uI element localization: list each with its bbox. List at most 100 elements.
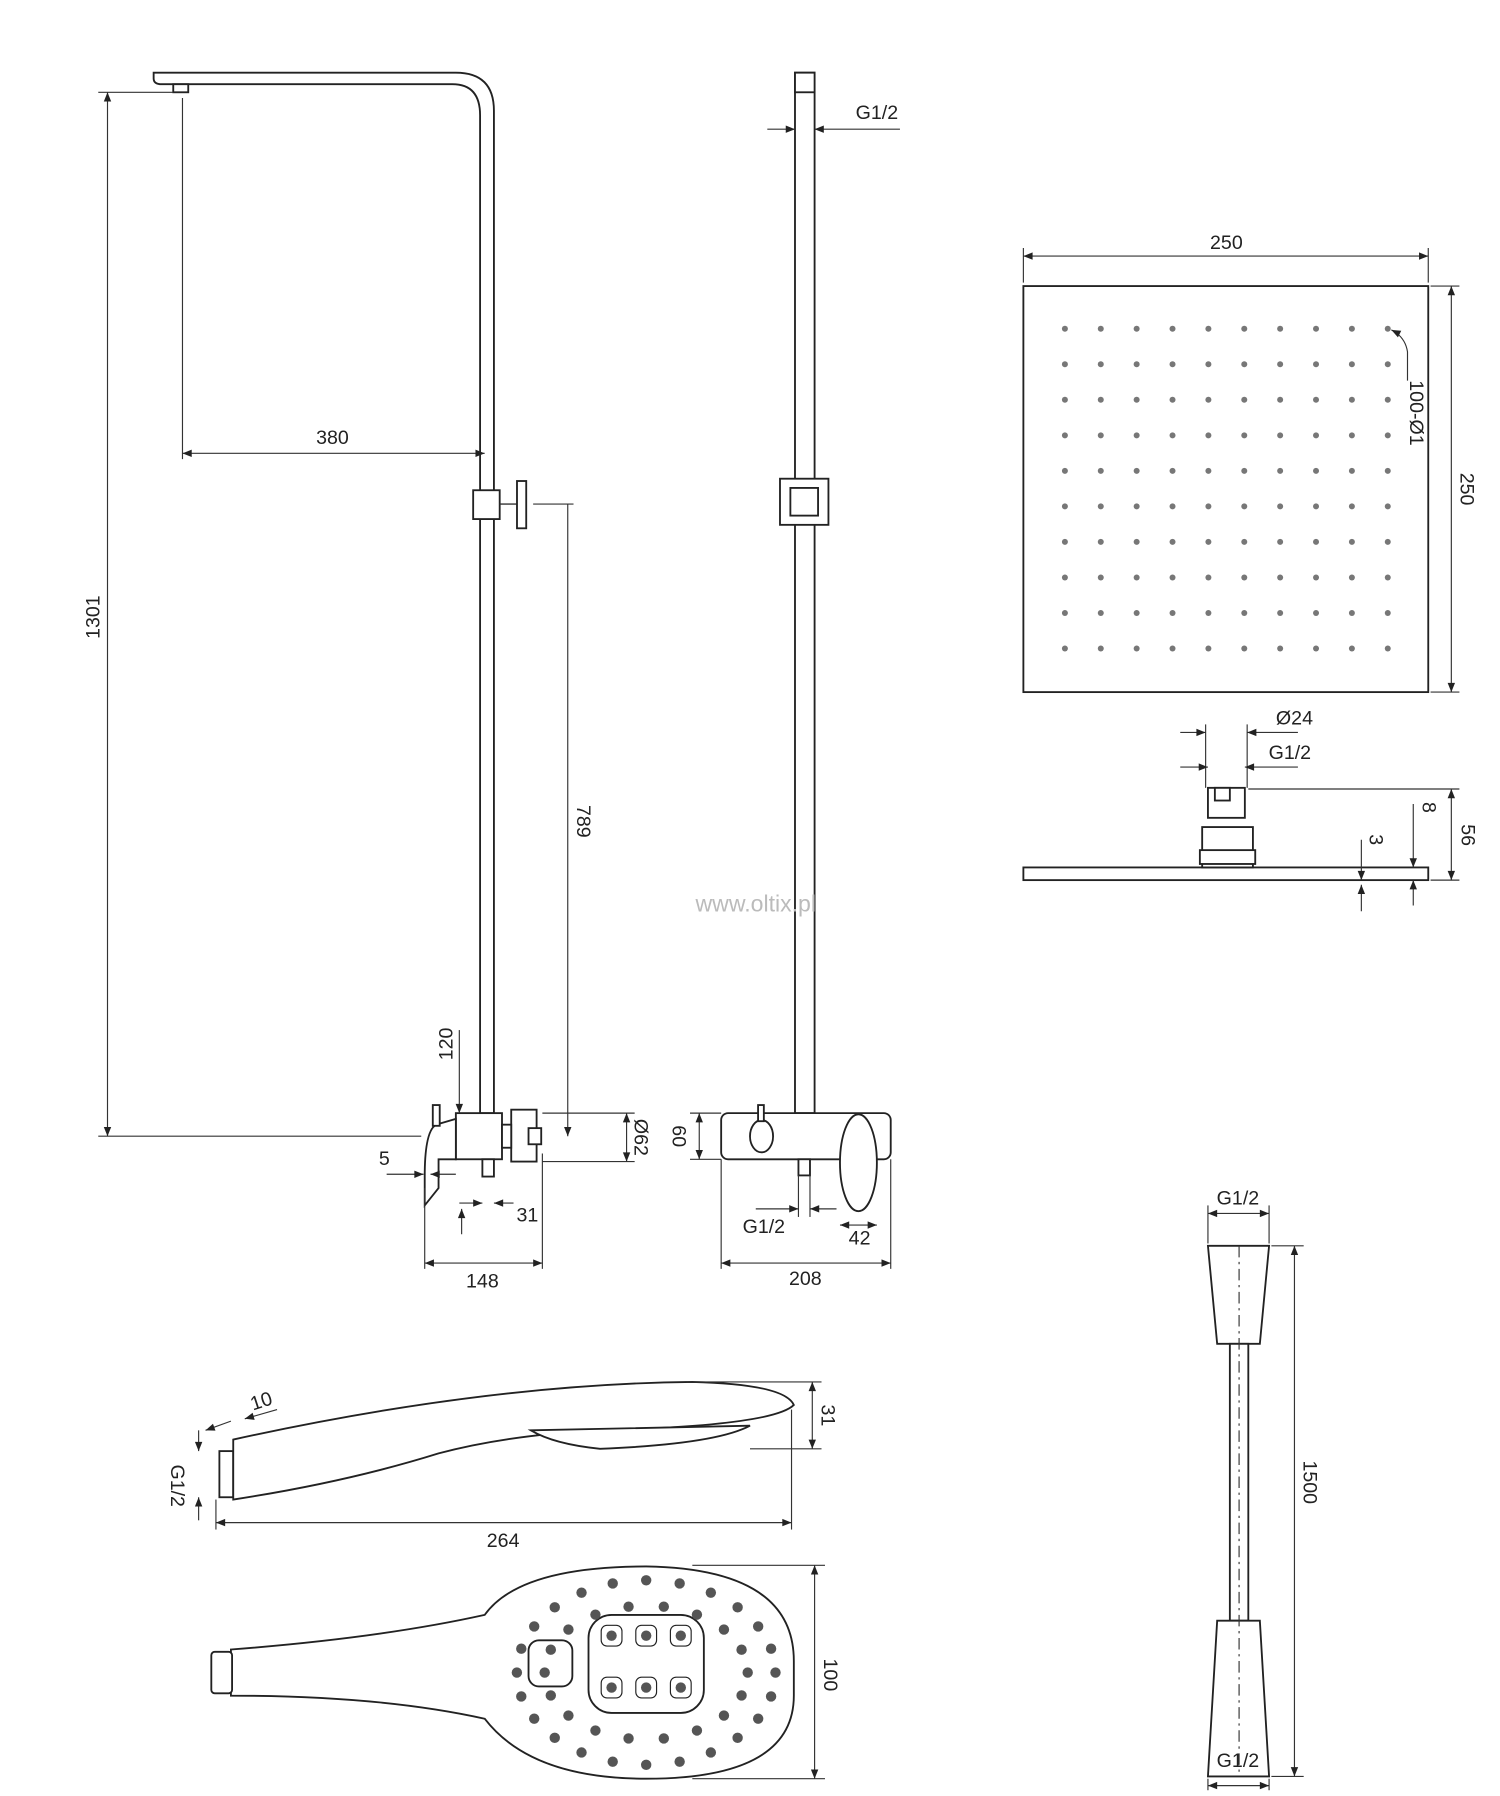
nozzle-dot bbox=[1313, 503, 1320, 510]
spray-nozzle bbox=[590, 1609, 601, 1620]
spray-nozzle bbox=[606, 1630, 617, 1641]
spray-nozzle bbox=[516, 1643, 527, 1654]
dim-head-thickness: 31 bbox=[817, 1404, 839, 1426]
dim-hose-top-thread: G1/2 bbox=[1217, 1187, 1259, 1209]
spray-nozzle bbox=[640, 1630, 652, 1641]
spray-nozzle bbox=[705, 1747, 717, 1758]
spray-nozzle bbox=[539, 1667, 550, 1678]
spray-nozzle bbox=[529, 1713, 540, 1724]
spray-nozzle bbox=[742, 1667, 753, 1678]
nozzle-dot bbox=[1205, 538, 1212, 545]
rain-head-top-view: 250 250 100-Ø1 bbox=[1022, 232, 1478, 694]
dim-nozzle-height: 3 bbox=[1364, 834, 1386, 845]
nozzle-dot bbox=[1348, 467, 1355, 474]
nozzle-dot bbox=[1061, 645, 1068, 652]
nozzle-dot bbox=[1277, 432, 1284, 439]
nozzle-dot bbox=[1313, 574, 1320, 581]
nozzle-dot bbox=[1241, 574, 1248, 581]
nozzle-dot bbox=[1205, 396, 1212, 403]
spray-nozzle bbox=[675, 1630, 686, 1641]
spray-nozzle bbox=[549, 1732, 560, 1744]
dim-connector-thread: G1/2 bbox=[1269, 742, 1311, 764]
dim-60: 60 bbox=[668, 1125, 690, 1147]
spray-nozzle bbox=[640, 1759, 652, 1771]
nozzle-dot bbox=[1384, 361, 1391, 368]
nozzle-dot bbox=[1061, 503, 1068, 510]
nozzle-dot bbox=[1241, 503, 1248, 510]
spray-nozzle bbox=[736, 1690, 747, 1701]
nozzle-dot bbox=[1133, 574, 1140, 581]
nozzle-dot bbox=[1097, 538, 1104, 545]
column-dimensions: 1301 380 789 120 Ø62 5 31 148 bbox=[82, 91, 652, 1292]
nozzle-dot bbox=[1277, 645, 1284, 652]
nozzle-dot bbox=[1169, 325, 1176, 332]
nozzle-dot bbox=[1097, 396, 1104, 403]
spray-nozzle bbox=[765, 1643, 777, 1654]
nozzle-dot bbox=[1277, 609, 1284, 616]
nozzle-dot bbox=[1348, 503, 1355, 510]
nozzle-grid bbox=[1061, 325, 1391, 652]
nozzle-dot bbox=[1133, 538, 1140, 545]
nozzle-dot bbox=[1205, 467, 1212, 474]
nozzle-dot bbox=[1384, 538, 1391, 545]
spray-nozzle bbox=[765, 1691, 777, 1702]
dim-rain-width: 250 bbox=[1210, 232, 1243, 254]
nozzle-dot bbox=[1097, 574, 1104, 581]
nozzle-dot bbox=[1313, 396, 1320, 403]
nozzle-dot bbox=[1313, 645, 1320, 652]
spray-nozzle bbox=[658, 1733, 670, 1744]
nozzle-dot bbox=[1313, 361, 1320, 368]
nozzle-dot bbox=[1241, 432, 1248, 439]
spray-nozzle bbox=[718, 1710, 730, 1721]
nozzle-dot bbox=[1097, 503, 1104, 510]
nozzle-dot bbox=[1097, 467, 1104, 474]
nozzle-dot bbox=[1061, 538, 1068, 545]
dim-total-height: 56 bbox=[1457, 824, 1479, 846]
nozzle-dot bbox=[1133, 503, 1140, 510]
spray-nozzle bbox=[674, 1578, 685, 1589]
dim-1301: 1301 bbox=[82, 595, 104, 639]
nozzle-dot bbox=[1133, 609, 1140, 616]
spray-nozzle bbox=[545, 1690, 556, 1701]
spray-nozzle bbox=[752, 1713, 764, 1724]
nozzle-dot bbox=[1061, 432, 1068, 439]
spray-nozzle bbox=[563, 1624, 574, 1635]
nozzle-dot bbox=[1384, 609, 1391, 616]
hand-shower-top-view: 100 bbox=[210, 1564, 841, 1780]
nozzle-dot bbox=[1133, 396, 1140, 403]
watermark: www.oltix.pl bbox=[695, 890, 816, 916]
nozzle-dot bbox=[1061, 325, 1068, 332]
dim-789: 789 bbox=[572, 805, 594, 838]
spray-nozzle bbox=[545, 1644, 556, 1655]
dim-hand-length: 264 bbox=[487, 1530, 520, 1552]
nozzle-dot bbox=[1205, 574, 1212, 581]
nozzle-dot bbox=[1133, 467, 1140, 474]
spray-nozzle bbox=[718, 1624, 730, 1635]
nozzle-dot bbox=[1097, 645, 1104, 652]
nozzle-dot bbox=[1277, 574, 1284, 581]
nozzle-dot bbox=[1313, 467, 1320, 474]
nozzle-dot bbox=[1205, 432, 1212, 439]
hose: G1/2 1500 G1/2 bbox=[1206, 1187, 1321, 1791]
nozzle-dot bbox=[1205, 645, 1212, 652]
nozzle-dot bbox=[1241, 645, 1248, 652]
dim-208: 208 bbox=[789, 1268, 822, 1290]
nozzle-dot bbox=[1169, 538, 1176, 545]
spray-nozzle bbox=[529, 1621, 540, 1632]
nozzle-dot bbox=[1313, 609, 1320, 616]
spray-nozzle bbox=[640, 1682, 652, 1693]
nozzle-dot bbox=[1205, 325, 1212, 332]
nozzle-dot bbox=[1061, 361, 1068, 368]
spray-nozzle bbox=[675, 1682, 686, 1693]
dim-top-thread: G1/2 bbox=[856, 102, 898, 124]
nozzle-dot bbox=[1205, 609, 1212, 616]
nozzle-dot bbox=[1061, 396, 1068, 403]
dim-head-width: 100 bbox=[819, 1659, 841, 1692]
nozzle-dot bbox=[1277, 325, 1284, 332]
nozzle-dot bbox=[1133, 645, 1140, 652]
nozzle-dot bbox=[1348, 432, 1355, 439]
nozzle-dot bbox=[1277, 503, 1284, 510]
dim-hose-length: 1500 bbox=[1299, 1460, 1321, 1504]
